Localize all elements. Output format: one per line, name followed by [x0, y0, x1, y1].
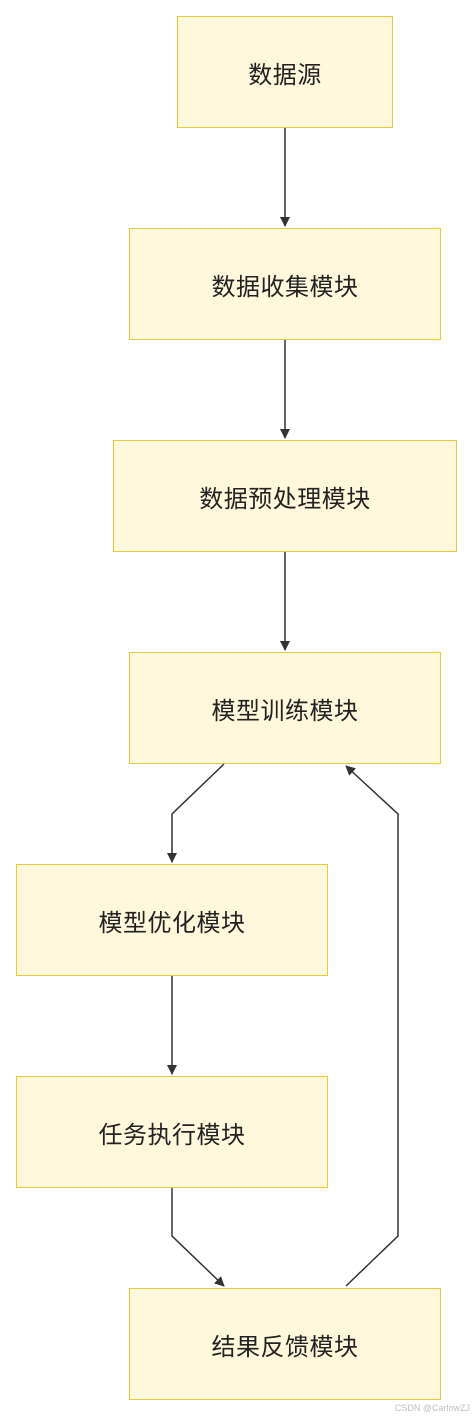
- node-label: 模型优化模块: [98, 908, 246, 937]
- node-label: 模型训练模块: [211, 696, 359, 725]
- node-data-collection-module: 数据收集模块: [129, 228, 441, 340]
- node-data-preprocessing-module: 数据预处理模块: [113, 440, 457, 552]
- edge-feedback-to-train: [345, 765, 399, 1287]
- node-model-training-module: 模型训练模块: [129, 652, 441, 764]
- watermark: CSDN @CarlowZJ: [394, 1403, 470, 1413]
- node-label: 数据预处理模块: [199, 484, 371, 513]
- node-label: 结果反馈模块: [211, 1332, 359, 1361]
- node-result-feedback-module: 结果反馈模块: [129, 1288, 441, 1400]
- edge-execute-to-feedback: [171, 1188, 225, 1287]
- node-label: 数据源: [248, 60, 322, 89]
- edge-train-to-optimize: [167, 763, 225, 863]
- node-label: 数据收集模块: [211, 272, 359, 301]
- node-task-execution-module: 任务执行模块: [16, 1076, 328, 1188]
- node-label: 任务执行模块: [98, 1120, 246, 1149]
- node-data-source: 数据源: [177, 16, 393, 128]
- node-model-optimization-module: 模型优化模块: [16, 864, 328, 976]
